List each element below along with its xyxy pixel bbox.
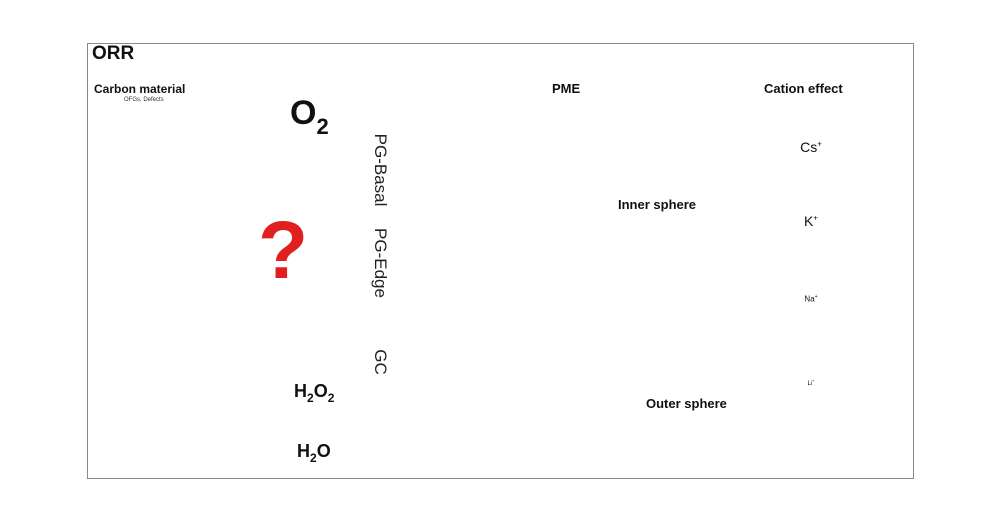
minus-sign: -: [565, 390, 569, 404]
na-charge: +: [814, 294, 818, 300]
h2o2-sub2: 2: [327, 391, 335, 405]
minus-sign: -: [565, 303, 569, 317]
plus-sign: +: [563, 143, 571, 159]
plus-sign: +: [563, 174, 571, 190]
li-charge: +: [812, 378, 815, 383]
plus-sign: +: [563, 159, 571, 174]
outer-sphere-label: Outer sphere: [646, 396, 727, 411]
minus-sign: -: [565, 332, 569, 346]
h2o-o: O: [316, 441, 331, 461]
h2o2-sub1: 2: [307, 391, 314, 405]
question-mark: ?: [258, 205, 309, 296]
h2o-h: H: [297, 441, 310, 461]
pme-label: PME: [552, 81, 581, 96]
k-label: K+: [797, 213, 825, 229]
o2-base: O: [290, 94, 317, 132]
gc-label: GC: [371, 349, 390, 375]
cs-label: Cs+: [795, 139, 827, 155]
carbon-sublabel: OFGs, Defects: [124, 97, 164, 103]
h2o-label: H2O: [297, 441, 331, 464]
na-symbol: Na: [804, 294, 815, 304]
plus-sign-column: + + + + + + +: [560, 128, 574, 237]
minus-sign-column: - - - - - - -: [560, 303, 574, 405]
carbon-material-label: Carbon material: [94, 82, 186, 96]
plus-sign: +: [563, 221, 571, 236]
li-symbol: Li: [807, 381, 813, 387]
minus-sign: -: [565, 375, 569, 390]
minus-sign: -: [565, 346, 569, 361]
figure-frame: [87, 43, 914, 479]
k-symbol: K: [803, 213, 814, 229]
h2o2-o: O: [313, 381, 328, 401]
k-charge: +: [813, 213, 818, 223]
h2o2-label: H2O2: [294, 381, 334, 404]
minus-sign: -: [565, 317, 569, 332]
cation-effect-title: Cation effect: [764, 81, 843, 96]
o2-sub: 2: [316, 114, 329, 139]
plus-sign: +: [563, 205, 571, 221]
pg-basal-label: PG-Basal: [371, 133, 390, 207]
h2o2-h: H: [294, 381, 307, 401]
inner-sphere-label: Inner sphere: [618, 197, 697, 212]
li-label: Li+: [803, 378, 819, 387]
o2-label: O2: [290, 94, 329, 138]
figure-title: ORR: [92, 43, 135, 64]
na-label: Na+: [799, 294, 823, 304]
pg-edge-label: PG-Edge: [371, 228, 390, 298]
cs-charge: +: [817, 139, 822, 149]
h2o-sub: 2: [310, 451, 317, 465]
plus-sign: +: [563, 128, 571, 143]
cs-symbol: Cs: [800, 139, 818, 155]
plus-sign: +: [563, 190, 571, 205]
minus-sign: -: [565, 361, 569, 375]
